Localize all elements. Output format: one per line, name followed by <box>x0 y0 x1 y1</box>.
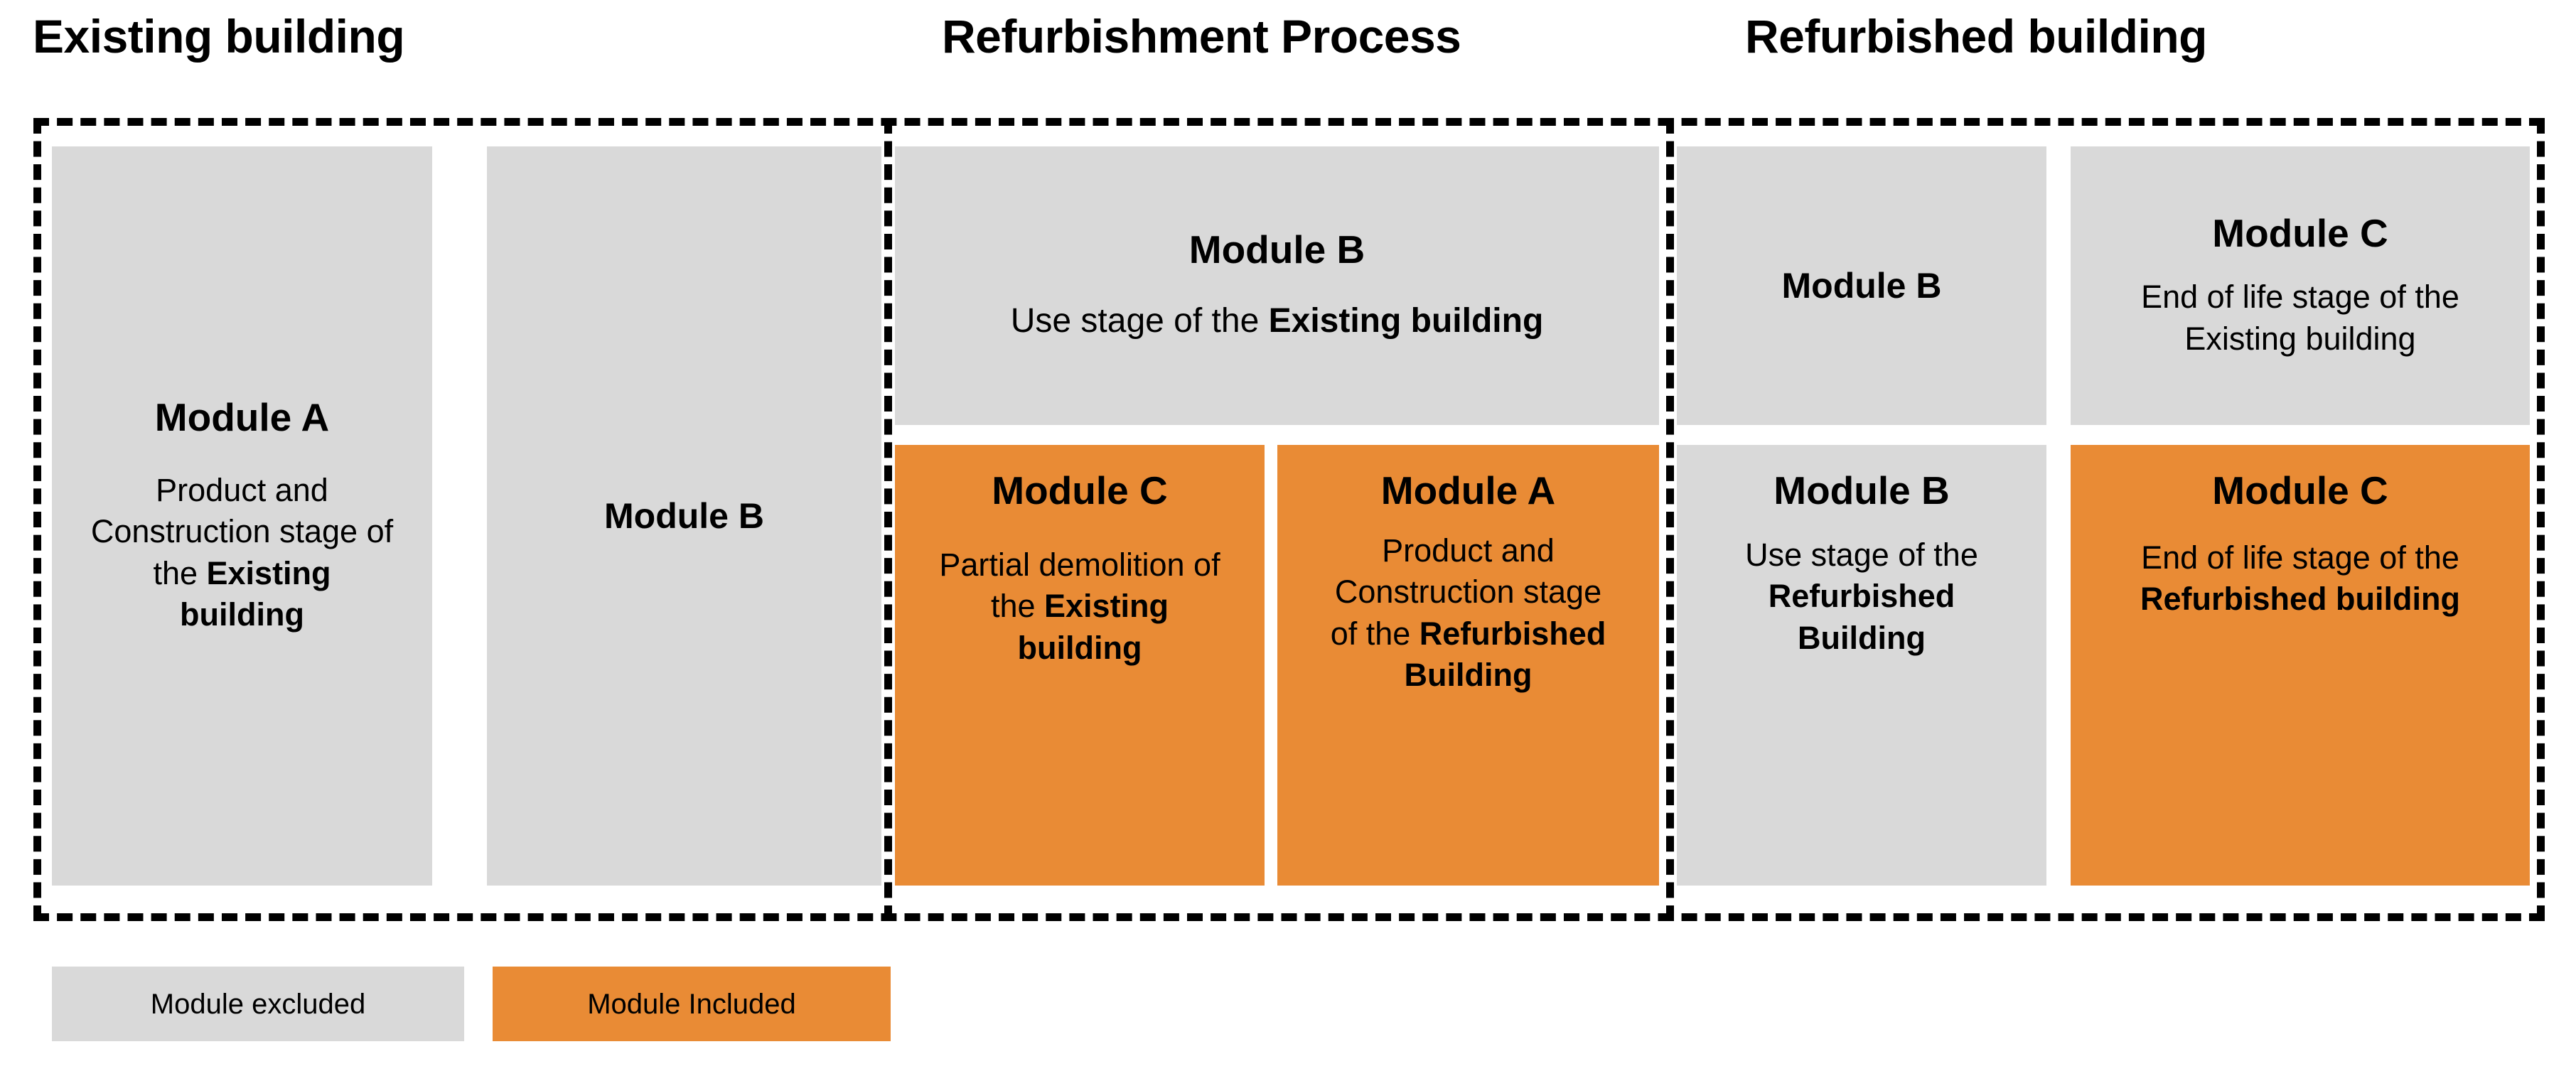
module-title: Module B <box>1781 266 1942 306</box>
column-header-refurbished-building: Refurbished building <box>1745 10 2207 63</box>
module-box-module-c-end-of-life-existing: Module C End of life stage of the Existi… <box>2071 146 2530 425</box>
module-description-emphasis: Refurbished Building <box>1404 615 1606 694</box>
module-description-text: Use stage of the <box>1010 301 1269 340</box>
module-box-module-b-use-stage-refurbished: Module B Use stage of the Refurbished Bu… <box>1677 445 2046 886</box>
module-description-emphasis: Existing building <box>180 554 331 633</box>
module-description: Product and Construction stage of the Re… <box>1319 530 1618 697</box>
module-description-emphasis: Existing building <box>1017 588 1169 666</box>
legend-item-module-included: Module Included <box>493 967 891 1041</box>
module-title: Module B <box>1773 468 1950 512</box>
module-box-module-c-end-of-life-refurbished: Module C End of life stage of the Refurb… <box>2071 445 2530 886</box>
module-description-text: Use stage of the <box>1745 536 1978 573</box>
module-description-emphasis: Existing building <box>2184 320 2416 357</box>
module-title: Module A <box>154 395 330 440</box>
section-divider-left <box>884 118 892 921</box>
module-description: Use stage of the Existing building <box>1011 299 1544 343</box>
module-description-emphasis: Existing building <box>1268 301 1544 340</box>
module-title: Module C <box>992 468 1168 512</box>
column-headers: Existing building Refurbishment Process … <box>0 0 2576 92</box>
module-box-module-b-existing: Module B <box>487 146 881 886</box>
column-header-refurbishment-process: Refurbishment Process <box>942 10 1461 63</box>
module-description: Partial demolition of the Existing build… <box>938 544 1222 669</box>
module-title: Module C <box>2212 468 2388 512</box>
module-title: Module B <box>1188 227 1365 271</box>
module-title: Module A <box>1380 468 1556 512</box>
module-box-module-a-existing: Module A Product and Construction stage … <box>52 146 432 886</box>
module-box-module-b-refurbished-excluded: Module B <box>1677 146 2046 425</box>
diagram-dashed-frame <box>33 118 2545 921</box>
module-description-text: Product and Construction stage of the <box>1330 532 1602 652</box>
module-box-module-a-refurbished: Module A Product and Construction stage … <box>1277 445 1659 886</box>
module-description: End of life stage of the Refurbished bui… <box>2108 537 2492 620</box>
module-description-emphasis: Refurbished building <box>2140 581 2460 618</box>
module-description: End of life stage of the Existing buildi… <box>2087 276 2513 360</box>
module-description-text: End of life stage of the <box>2141 539 2459 576</box>
module-description-text: Product and Construction stage of the <box>90 471 394 591</box>
module-description-emphasis: Refurbished Building <box>1768 578 1955 656</box>
module-description: Use stage of the Refurbished Building <box>1702 534 2022 660</box>
legend-label-included: Module Included <box>587 988 796 1020</box>
module-description: Product and Construction stage of the Ex… <box>90 470 395 636</box>
legend: Module excluded Module Included <box>52 967 891 1041</box>
module-description-text: Partial demolition of the <box>939 546 1220 625</box>
module-title: Module C <box>2212 210 2388 255</box>
module-title: Module B <box>604 496 764 536</box>
module-box-module-b-use-stage-existing: Module B Use stage of the Existing build… <box>895 146 1659 425</box>
legend-label-excluded: Module excluded <box>150 988 366 1020</box>
module-box-module-c-partial-demolition: Module C Partial demolition of the Exist… <box>895 445 1265 886</box>
module-description-text: End of life stage of the <box>2141 279 2459 316</box>
section-divider-right <box>1666 118 1674 921</box>
legend-item-module-excluded: Module excluded <box>52 967 464 1041</box>
column-header-existing-building: Existing building <box>33 10 405 63</box>
